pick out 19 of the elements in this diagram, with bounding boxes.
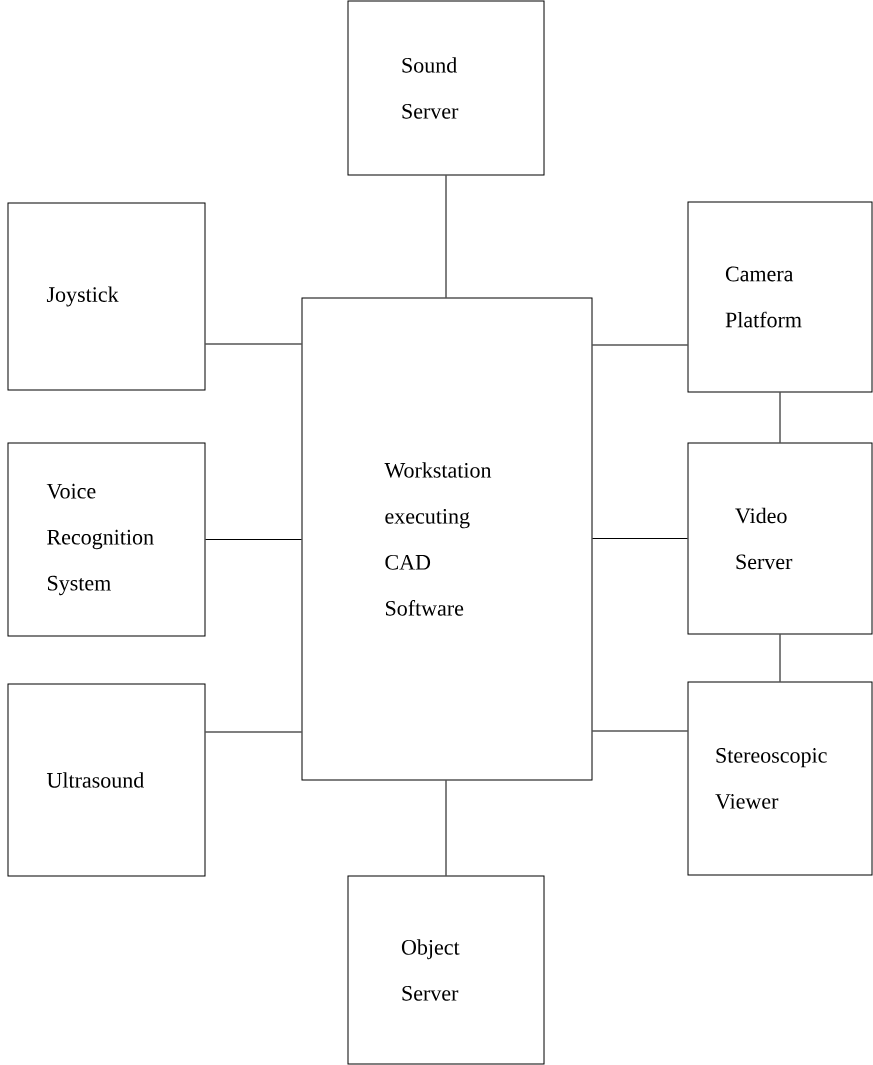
process-box: Joystick [7,202,206,391]
connector-line [205,539,302,540]
connector-line [779,392,781,443]
connector-line [592,730,688,732]
connector-line [205,731,302,733]
process-box: Sound Server [347,0,545,176]
process-box: Video Server [687,442,873,635]
connector-line [445,780,447,876]
process-box: Workstation executing CAD Software [301,297,593,781]
process-box: Stereoscopic Viewer [687,681,873,876]
process-box: Ultrasound [7,683,206,877]
process-box: Object Server [347,875,545,1065]
connector-line [592,344,688,346]
connector-line [205,343,302,345]
connector-line [445,175,447,298]
connector-line [779,634,781,682]
process-box: Voice Recognition System [7,442,206,637]
process-box: Camera Platform [687,201,873,393]
connector-line [592,538,688,539]
